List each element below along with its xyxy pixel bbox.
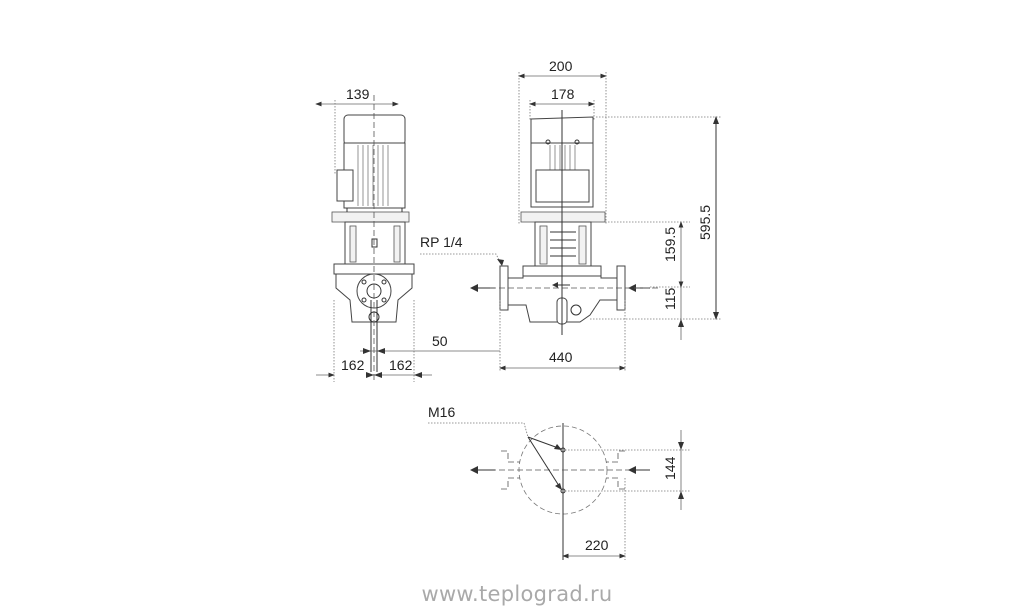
foot-view: M16 144 220: [428, 404, 690, 560]
dim-overall-width: 200: [549, 58, 573, 74]
dim-motor-width: 178: [551, 86, 575, 102]
dim-total-height: 595.5: [697, 205, 713, 240]
dim-port-to-port: 440: [549, 349, 573, 365]
dim-side-left-half: 162: [341, 357, 365, 373]
bolt-thread-label: M16: [428, 404, 455, 420]
dim-bolt-spacing: 144: [662, 456, 678, 480]
watermark: www.teplograd.ru: [421, 582, 613, 606]
lantern-front: [534, 221, 592, 267]
front-view: 200 178: [420, 58, 722, 372]
side-view: 139: [315, 86, 500, 382]
dim-half-length: 220: [585, 537, 609, 553]
dim-side-motor-width: 139: [346, 86, 370, 102]
dim-side-right-half: 162: [389, 357, 413, 373]
dim-offset: 50: [432, 333, 448, 349]
lantern-side: [344, 221, 406, 265]
vent-thread-label: RP 1/4: [420, 234, 463, 250]
motor-front: [520, 116, 606, 223]
dim-head-height: 159.5: [662, 227, 678, 262]
dim-port-height: 115: [662, 287, 678, 310]
motor-side: [331, 114, 410, 223]
